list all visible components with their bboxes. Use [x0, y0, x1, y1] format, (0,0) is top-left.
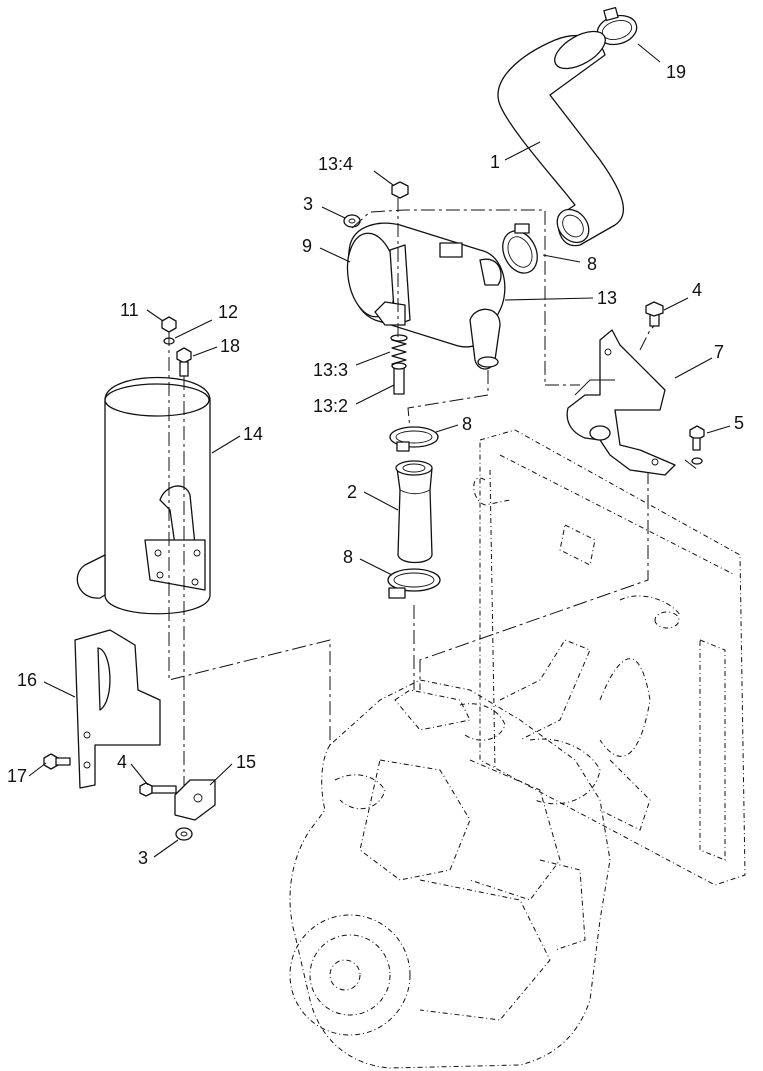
callout-15: 15 — [236, 752, 256, 772]
callout-4-left: 4 — [117, 752, 127, 772]
bracket-7 — [566, 329, 676, 476]
bracket-15 — [174, 779, 216, 821]
muffler-14 — [76, 376, 211, 615]
spring-13-3 — [390, 334, 408, 365]
bolt-17 — [43, 753, 71, 770]
callout-2: 2 — [347, 482, 357, 502]
callout-8-lower: 8 — [343, 547, 353, 567]
callout-13-2: 13:2 — [313, 396, 348, 416]
nut-11 — [161, 316, 177, 333]
callout-13-4: 13:4 — [318, 154, 353, 174]
heat-shield-16 — [74, 629, 161, 789]
nut-13-4 — [391, 181, 409, 199]
stud-18 — [176, 347, 192, 377]
nut-3-lower — [175, 827, 193, 841]
callout-9: 9 — [302, 236, 312, 256]
callout-4-right: 4 — [692, 280, 702, 300]
intake-hose-1 — [497, 30, 625, 247]
hose-2 — [395, 460, 433, 564]
callout-16: 16 — [17, 670, 37, 690]
nut-3-upper — [343, 214, 361, 228]
callout-3-bottom: 3 — [138, 848, 148, 868]
callout-7: 7 — [714, 342, 724, 362]
callout-8-top: 8 — [587, 254, 597, 274]
callout-14: 14 — [243, 424, 263, 444]
engine-outline — [289, 639, 651, 1069]
callout-18: 18 — [220, 336, 240, 356]
leader-lines — [28, 43, 731, 858]
bolt-4-right — [645, 301, 664, 327]
callout-3-top: 3 — [303, 194, 313, 214]
callout-13: 13 — [597, 288, 617, 308]
bolt-4-left — [139, 782, 177, 797]
callout-17: 17 — [7, 766, 27, 786]
bolt-13-2 — [391, 362, 407, 395]
callout-13-3: 13:3 — [313, 360, 348, 380]
hose-clamp-8-upper — [502, 223, 538, 274]
callout-8-middle: 8 — [462, 414, 472, 434]
radiator-outline — [473, 429, 746, 886]
callout-11: 11 — [120, 300, 139, 320]
bolt-5 — [689, 425, 705, 465]
hose-clamp-19 — [596, 6, 638, 46]
hose-clamp-8-middle — [389, 426, 439, 452]
callout-19: 19 — [666, 62, 686, 82]
hose-clamp-8-lower — [387, 568, 441, 599]
callout-1: 1 — [490, 152, 500, 172]
callout-5: 5 — [734, 413, 744, 433]
air-cleaner-9-13 — [346, 222, 506, 370]
callout-12: 12 — [218, 302, 238, 322]
callout-labels: 19 1 13:4 3 9 8 13 4 11 12 18 7 13:3 13:… — [7, 62, 744, 868]
